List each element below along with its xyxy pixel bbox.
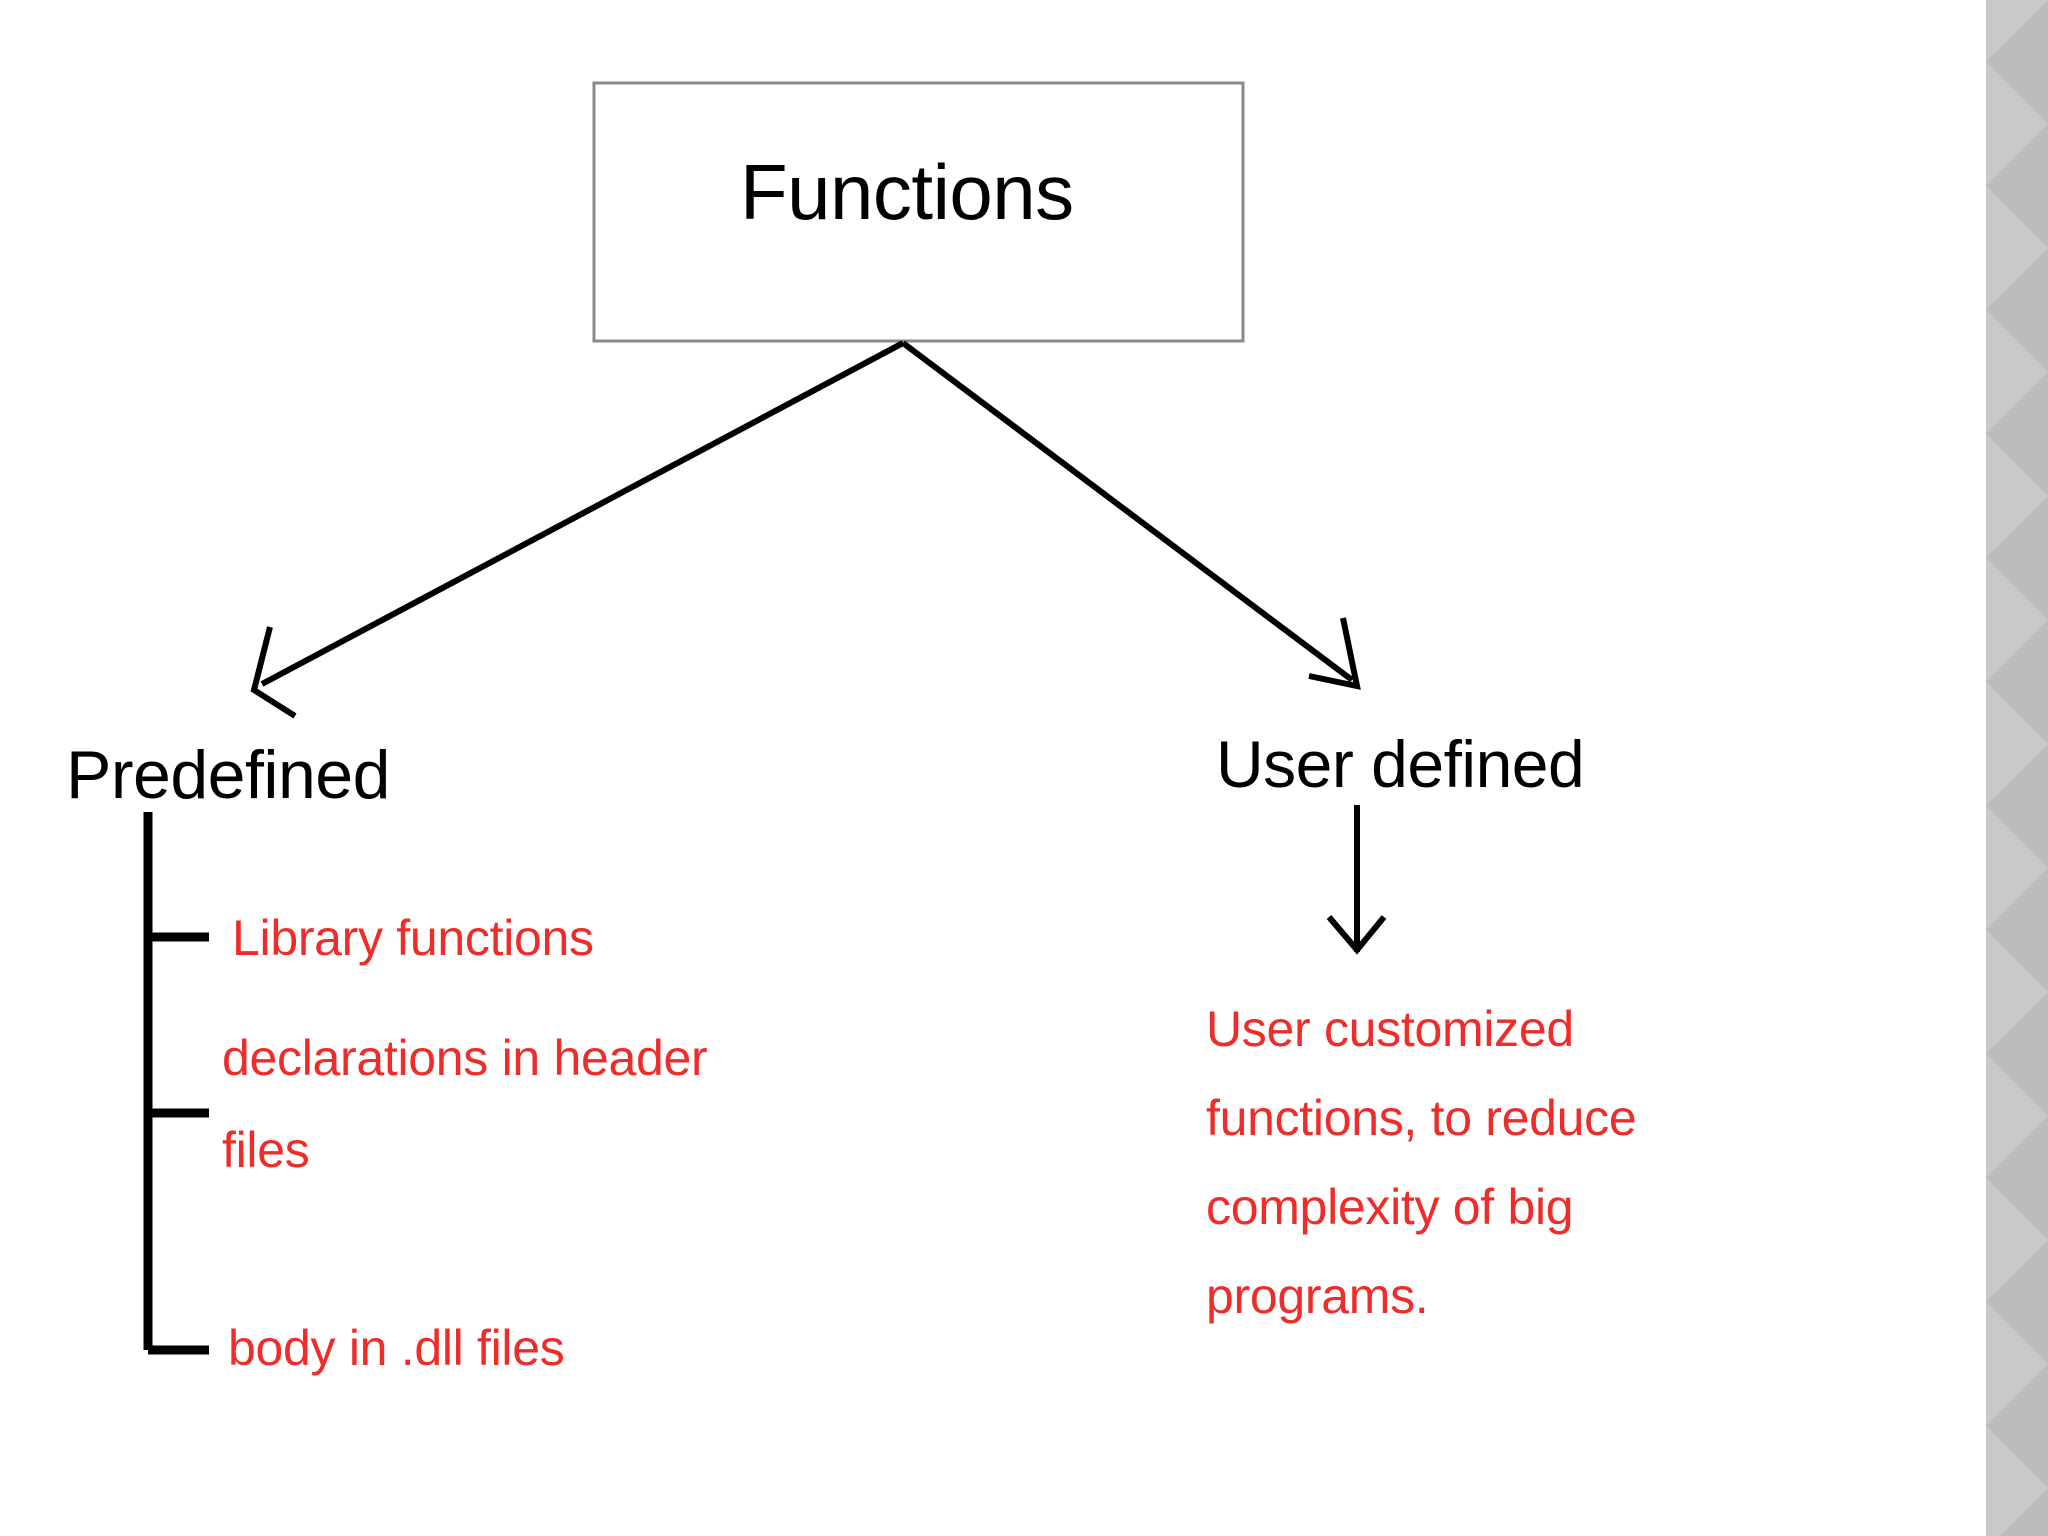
side-decoration-band [1986,0,2048,1536]
leaf-user-customized-functions: User customized functions, to reduce com… [1206,1001,1637,1324]
branch-label-predefined: Predefined [66,737,390,813]
arrow-root-to-userdefined-head [1308,617,1361,690]
leaf-library-functions: Library functions [232,910,594,966]
arrow-userdefined-to-description-head [1326,915,1387,955]
functions-box-label: Functions [740,148,1074,236]
leaf-body-in-dll-files: body in .dll files [228,1320,565,1376]
leaf-declarations-in-header-files: declarations in header files [222,1030,708,1178]
arrow-root-to-predefined-head [250,626,297,719]
branch-label-user-defined: User defined [1216,727,1585,801]
arrow-root-to-userdefined-stem [901,340,1354,683]
arrow-root-to-predefined-stem [260,340,905,687]
